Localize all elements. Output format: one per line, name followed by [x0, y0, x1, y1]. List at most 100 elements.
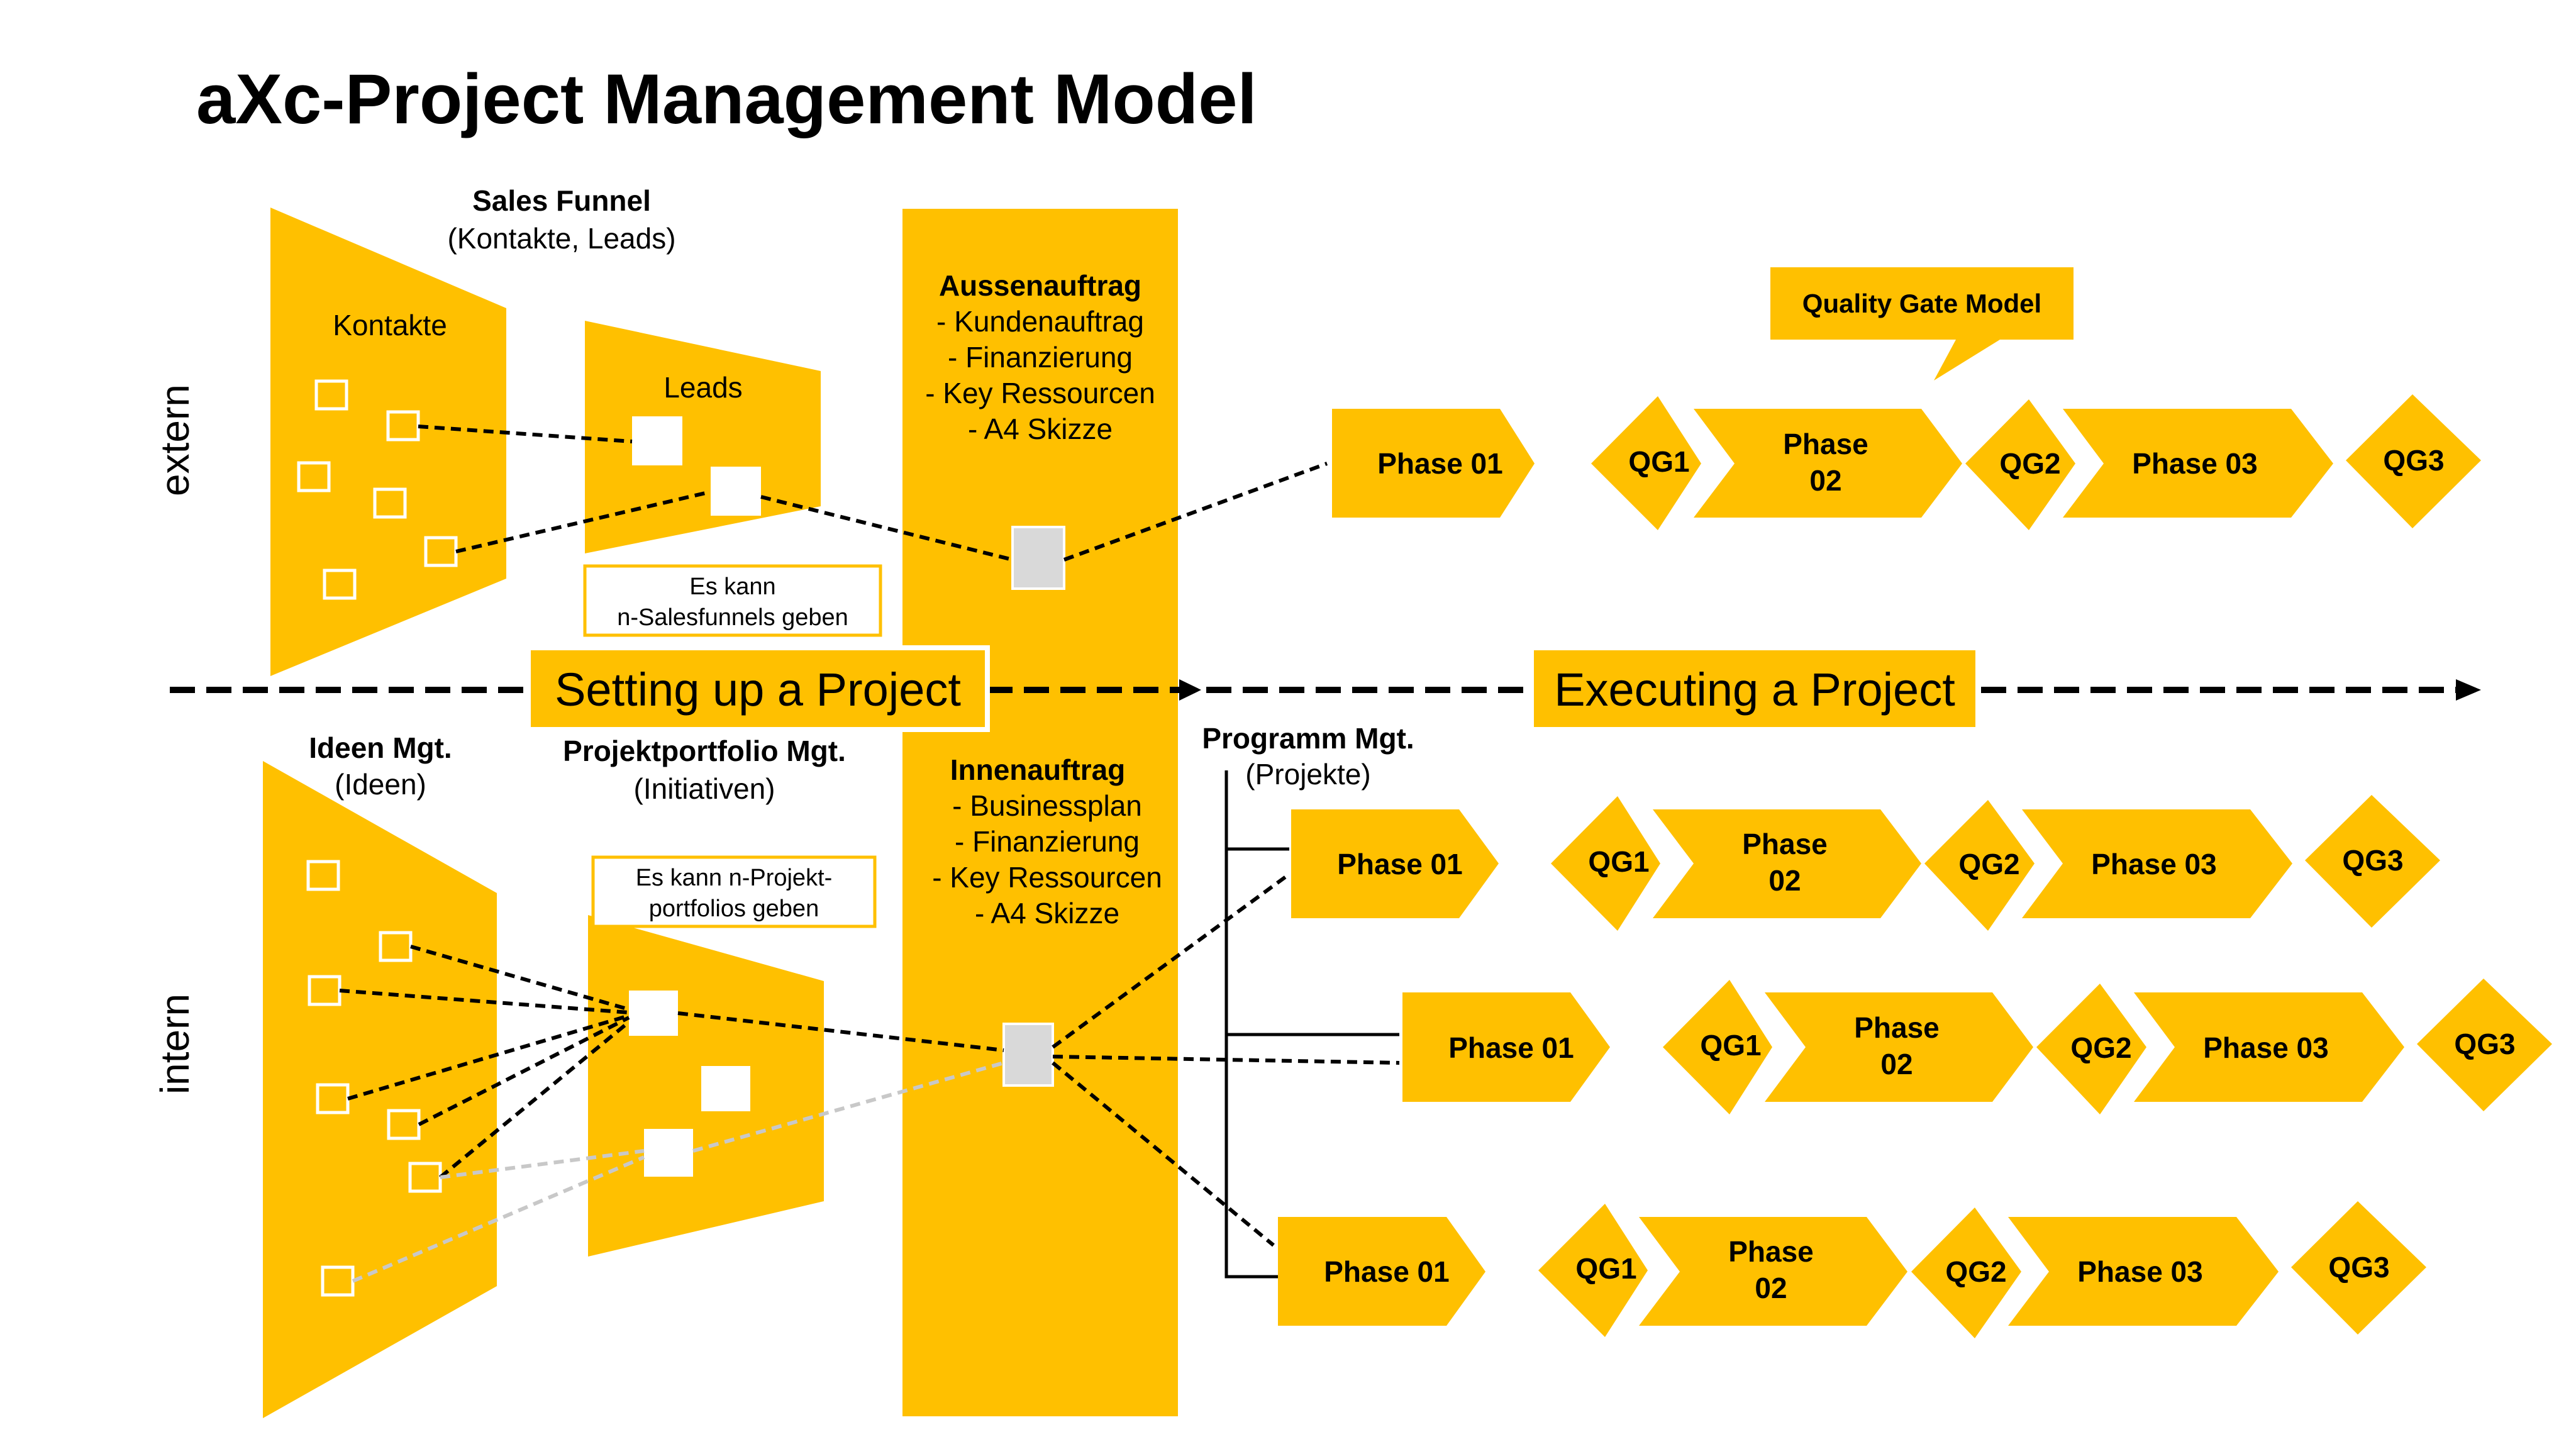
lead-square — [632, 416, 682, 465]
qg3-label: QG3 — [2454, 1028, 2515, 1060]
salesfunnel-note-line2: n-Salesfunnels geben — [617, 604, 848, 631]
kontakt-square — [323, 569, 357, 600]
qg1-diamond — [1591, 396, 1701, 530]
qg1-label: QG1 — [1628, 445, 1689, 478]
portfolio-note — [591, 855, 877, 928]
phase-01-label: Phase 01 — [1377, 447, 1502, 480]
kontakt-square — [386, 410, 420, 441]
qg1-label: QG1 — [1700, 1029, 1761, 1062]
aussenauftrag-project-square — [1011, 526, 1065, 590]
qg3-label: QG3 — [2328, 1251, 2389, 1284]
connector-line — [677, 1011, 1004, 1052]
qg1-diamond — [1538, 1204, 1648, 1337]
qg3-label: QG3 — [2342, 844, 2403, 877]
phase-01-label: Phase 01 — [1324, 1255, 1449, 1288]
extern-label: extern — [152, 384, 197, 496]
phase-01-chevron — [1402, 992, 1610, 1102]
phase-02-chevron — [1653, 809, 1921, 918]
phase-02-chevron — [1639, 1217, 1907, 1326]
sales-funnel-subtitle: (Kontakte, Leads) — [447, 222, 675, 255]
qg2-diamond — [1924, 800, 2035, 931]
connector-line — [410, 945, 630, 1011]
setting-up-banner — [526, 645, 990, 732]
portfolio-note-line2: portfolios geben — [649, 896, 819, 922]
innenauftrag-item: - A4 Skizze — [975, 897, 1119, 930]
qg1-diamond — [1551, 796, 1660, 931]
kontakt-square — [314, 379, 348, 411]
quality-gate-callout-label: Quality Gate Model — [1802, 289, 2041, 318]
phase-02-number: 02 — [1809, 464, 1841, 497]
qg3-diamond — [2346, 394, 2481, 528]
connector-line — [440, 1149, 645, 1179]
process-arrowhead — [2456, 679, 2481, 701]
phase-01-chevron — [1291, 809, 1499, 918]
phase-03-label: Phase 03 — [2132, 447, 2257, 480]
leads-label: Leads — [663, 371, 742, 404]
auftrag-column — [902, 209, 1178, 1416]
qg3-diamond — [2291, 1201, 2426, 1335]
ideen-title: Ideen Mgt. — [309, 731, 452, 764]
aussenauftrag-title: Aussenauftrag — [939, 269, 1141, 302]
phase-03-chevron — [2008, 1217, 2279, 1326]
connector-line — [692, 1061, 1004, 1153]
phase-03-label: Phase 03 — [2091, 848, 2216, 880]
initiative-square — [629, 991, 678, 1036]
qg3-label: QG3 — [2383, 444, 2444, 477]
connector-line — [418, 1016, 630, 1126]
quality-gate-callout — [1770, 267, 2074, 380]
leads-funnel — [585, 321, 821, 553]
executing-label: Executing a Project — [1554, 663, 1955, 716]
idee-square — [306, 860, 340, 891]
phase-01-label: Phase 01 — [1448, 1031, 1574, 1064]
salesfunnel-note-line1: Es kann — [689, 574, 775, 600]
executing-banner — [1529, 645, 1980, 732]
aussenauftrag-item: - Finanzierung — [948, 341, 1133, 374]
setting-up-label: Setting up a Project — [555, 663, 961, 716]
portfolio-note-line1: Es kann n-Projekt- — [636, 865, 833, 891]
sales-funnel-title: Sales Funnel — [472, 184, 651, 217]
innenauftrag-item: - Finanzierung — [955, 825, 1140, 858]
innenauftrag-item: - Businessplan — [952, 789, 1142, 822]
qg2-diamond — [1965, 399, 2075, 530]
connector-line — [439, 1020, 630, 1179]
intern-label: intern — [152, 994, 197, 1094]
aussenauftrag-item: - Kundenauftrag — [936, 305, 1144, 338]
kontakt-square — [297, 461, 331, 492]
lead-square — [711, 467, 761, 516]
connector-line — [1052, 1061, 1275, 1247]
innenauftrag-title: Innenauftrag — [950, 753, 1126, 786]
initiative-square — [701, 1066, 750, 1111]
phase-02-label: Phase — [1783, 428, 1868, 460]
programm-title: Programm Mgt. — [1202, 722, 1414, 755]
qg1-label: QG1 — [1575, 1252, 1636, 1285]
qg2-label: QG2 — [1945, 1255, 2006, 1288]
phase-02-label: Phase — [1742, 828, 1828, 860]
connector-line — [455, 490, 711, 553]
phase-03-label: Phase 03 — [2203, 1031, 2328, 1064]
phase-02-label: Phase — [1728, 1235, 1814, 1268]
qg2-diamond — [1911, 1208, 2021, 1338]
initiative-square — [644, 1129, 693, 1177]
phase-02-number: 02 — [1880, 1048, 1913, 1080]
phase-03-chevron — [2134, 992, 2404, 1102]
connector-line — [1063, 462, 1328, 562]
kontakte-label: Kontakte — [333, 309, 447, 341]
phase-01-label: Phase 01 — [1337, 848, 1462, 880]
phase-03-label: Phase 03 — [2077, 1255, 2202, 1288]
phase-02-chevron — [1694, 409, 1962, 518]
page-title: aXc-Project Management Model — [196, 60, 1257, 138]
qg1-diamond — [1663, 980, 1772, 1114]
process-arrowhead — [1179, 679, 1201, 701]
phase-02-number: 02 — [1755, 1272, 1787, 1304]
portfolio-title: Projektportfolio Mgt. — [563, 735, 846, 767]
aussenauftrag-item: - A4 Skizze — [968, 413, 1113, 445]
portfolio-subtitle: (Initiativen) — [634, 772, 775, 805]
qg3-diamond — [2417, 979, 2552, 1111]
aussenauftrag-item: - Key Ressourcen — [925, 377, 1155, 409]
phase-02-label: Phase — [1854, 1011, 1940, 1044]
kontakte-funnel — [270, 208, 506, 676]
qg2-diamond — [2036, 984, 2146, 1114]
qg2-label: QG2 — [2070, 1031, 2131, 1064]
connector-line — [352, 1155, 645, 1283]
